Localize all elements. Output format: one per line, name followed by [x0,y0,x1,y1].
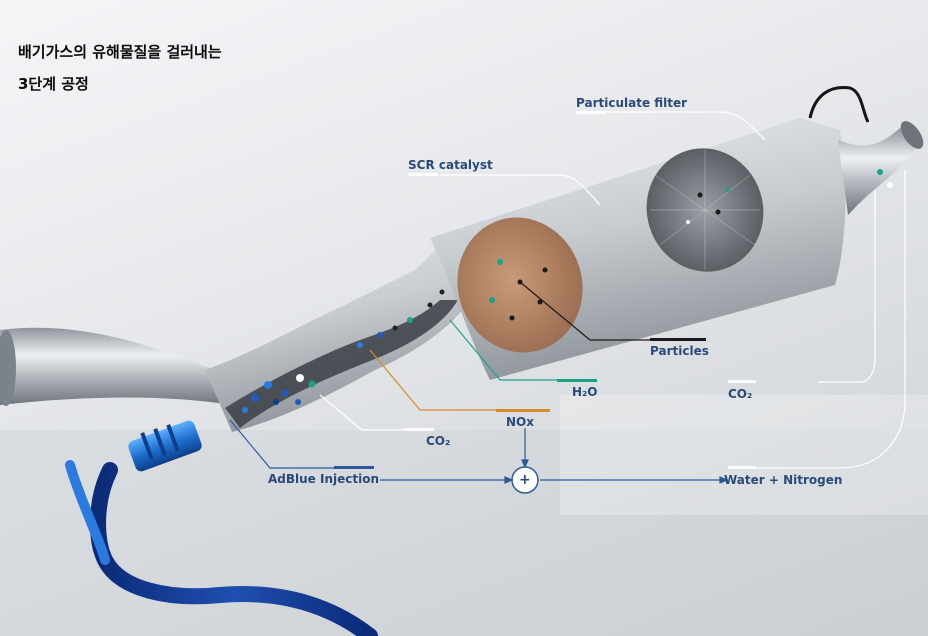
dash-co2-right [728,380,756,383]
label-h2o: H₂O [572,385,598,399]
label-water-nitrogen: Water + Nitrogen [724,473,842,487]
dash-particles [650,338,706,341]
label-particles: Particles [650,344,709,358]
diagram-title: 배기가스의 유해물질을 걸러내는 3단계 공정 [18,36,222,100]
dash-water-nitrogen [728,466,756,469]
inlet-pipe [0,328,232,405]
label-scr-catalyst: SCR catalyst [408,158,493,172]
dash-h2o [557,379,597,382]
dash-adblue [334,466,374,469]
dash-co2-left [404,428,434,431]
title-line-1: 배기가스의 유해물질을 걸러내는 [18,36,222,68]
sensor-cable [810,87,868,122]
label-particulate-filter: Particulate filter [576,96,687,110]
label-co2-right: CO₂ [728,387,752,401]
dash-scr-catalyst [408,173,438,176]
floor-highlight [560,395,928,515]
plus-sign: + [519,472,531,488]
dash-nox [496,409,550,412]
label-nox: NOx [506,415,534,429]
label-co2-left: CO₂ [426,434,450,448]
label-adblue-injection: AdBlue Injection [268,472,379,486]
dash-particulate-filter [576,111,606,114]
title-line-2: 3단계 공정 [18,68,222,100]
